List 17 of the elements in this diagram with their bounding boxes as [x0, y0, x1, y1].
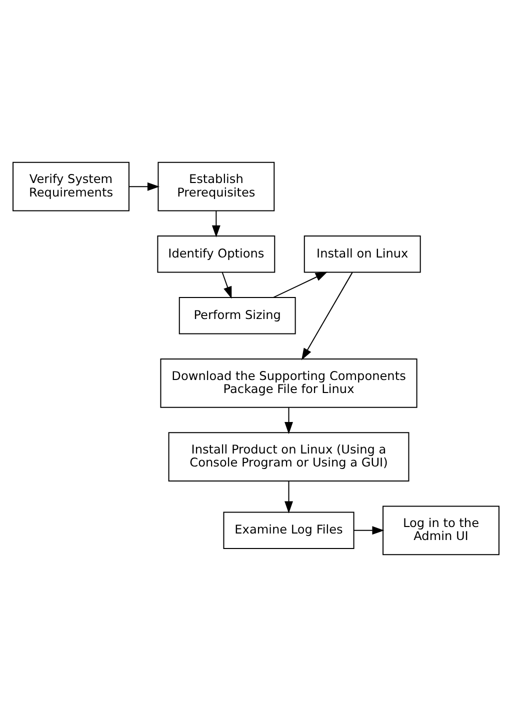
arrow: [211, 210, 220, 238]
node-box: Perform Sizing: [178, 297, 296, 334]
node-box: Identify Options: [156, 236, 275, 273]
arrow: [221, 272, 232, 299]
arrow: [128, 182, 160, 191]
node-box: Examine Log Files: [222, 512, 354, 550]
node-box: Verify System Requirements: [12, 162, 129, 212]
node-box: Log in to the Admin UI: [382, 506, 499, 556]
node-box: Download the Supporting Components Package File for Linux: [160, 358, 417, 408]
node-box: Install on Linux: [303, 236, 420, 273]
arrow: [284, 408, 292, 434]
arrow: [300, 272, 352, 360]
node-box: Install Product on Linux (Using a Console Program or Using a GUI): [168, 432, 409, 482]
arrow: [353, 526, 384, 535]
node-box: Establish Prerequisites: [157, 162, 274, 212]
arrow: [272, 272, 328, 298]
arrow: [284, 481, 292, 514]
